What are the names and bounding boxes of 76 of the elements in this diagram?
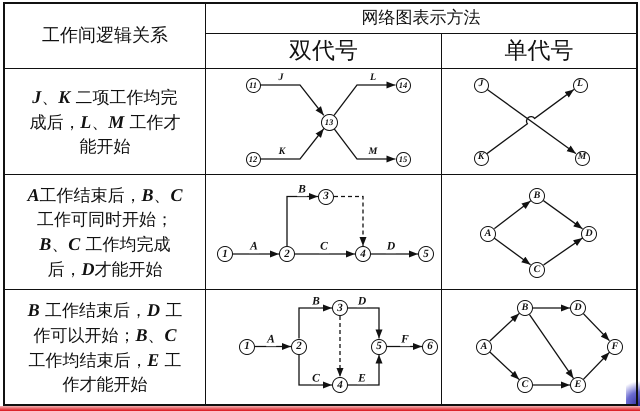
relationship-description: B 工作结束后，D 工作可以开始；B、C工作均结束后，E 工作才能开始 bbox=[26, 298, 184, 396]
relationship-description: A工作结束后，B、C工作可同时开始；B、C 工作均完成后，D才能开始 bbox=[26, 184, 184, 282]
arrow bbox=[260, 128, 324, 160]
node-circle: 1 bbox=[217, 246, 233, 262]
column-header: 网络图表示方法 bbox=[362, 8, 480, 28]
edge-label: F bbox=[400, 334, 410, 346]
dashed-arrow bbox=[334, 196, 366, 246]
column-header: 工作间逻辑关系 bbox=[42, 26, 168, 46]
arrow bbox=[489, 352, 520, 380]
node-circle: 15 bbox=[396, 152, 410, 166]
node-circle: C bbox=[529, 262, 545, 278]
edge-label: A bbox=[266, 334, 276, 346]
arrow bbox=[543, 238, 583, 266]
edge-label: K bbox=[278, 147, 286, 157]
arrow bbox=[543, 200, 583, 230]
arrow bbox=[533, 382, 570, 388]
node-circle: B bbox=[529, 188, 545, 204]
arrow bbox=[529, 314, 574, 379]
node-circle: 4 bbox=[355, 246, 371, 262]
node-circle: C bbox=[517, 377, 533, 393]
column-header: 双代号 bbox=[289, 38, 358, 64]
arrow bbox=[255, 343, 291, 350]
node-circle: L bbox=[572, 78, 588, 92]
edge-label: B bbox=[297, 184, 307, 196]
arrow bbox=[583, 313, 610, 342]
node-circle: 11 bbox=[246, 78, 260, 92]
node-circle: K bbox=[474, 150, 488, 166]
node-circle: 2 bbox=[291, 338, 307, 354]
column-header: 单代号 bbox=[504, 38, 574, 64]
edge-label: L bbox=[368, 73, 378, 83]
node-circle: 13 bbox=[320, 114, 338, 130]
edge-label: E bbox=[357, 372, 367, 384]
arrow bbox=[298, 354, 332, 388]
arrow bbox=[348, 307, 382, 338]
node-circle: 1 bbox=[239, 338, 255, 354]
arrow bbox=[371, 250, 418, 258]
arrow bbox=[494, 238, 531, 266]
arrow bbox=[494, 200, 532, 230]
node-circle: 2 bbox=[279, 246, 295, 262]
node-circle: 14 bbox=[396, 78, 410, 92]
edge-label: C bbox=[311, 372, 321, 384]
node-circle: 6 bbox=[422, 338, 438, 354]
arrow bbox=[334, 128, 396, 162]
node-circle: 3 bbox=[318, 188, 334, 204]
node-circle: 3 bbox=[332, 300, 348, 316]
node-circle: 5 bbox=[418, 246, 434, 262]
arrow bbox=[533, 304, 570, 312]
arrow bbox=[260, 84, 324, 116]
node-circle: M bbox=[574, 150, 590, 166]
arrow bbox=[298, 304, 332, 338]
node-circle: A bbox=[476, 338, 492, 354]
arrow bbox=[334, 82, 396, 116]
arrow bbox=[387, 343, 422, 350]
node-circle: D bbox=[581, 226, 597, 242]
node-circle: 12 bbox=[246, 152, 260, 166]
node-circle: 4 bbox=[332, 377, 348, 393]
arrow bbox=[583, 352, 610, 380]
edge-label: D bbox=[356, 296, 368, 308]
node-circle: J bbox=[474, 78, 488, 92]
node-circle: F bbox=[607, 338, 623, 354]
arrow bbox=[233, 250, 279, 258]
node-circle: D bbox=[570, 300, 586, 316]
node-circle: B bbox=[517, 300, 533, 316]
arrow bbox=[295, 250, 355, 258]
node-circle: E bbox=[570, 377, 586, 393]
node-circle: A bbox=[480, 226, 496, 242]
edge-label: M bbox=[368, 147, 378, 157]
arrow bbox=[286, 193, 318, 246]
node-circle: 5 bbox=[371, 338, 387, 354]
edge-label: J bbox=[278, 73, 284, 83]
edge-label: B bbox=[311, 296, 321, 308]
edge-label: C bbox=[319, 241, 329, 253]
arrow bbox=[489, 313, 520, 342]
dashed-arrow bbox=[336, 316, 344, 377]
arrow bbox=[348, 354, 382, 386]
relationship-description: J、K 二项工作均完成后，L、M 工作才能开始 bbox=[28, 86, 182, 158]
